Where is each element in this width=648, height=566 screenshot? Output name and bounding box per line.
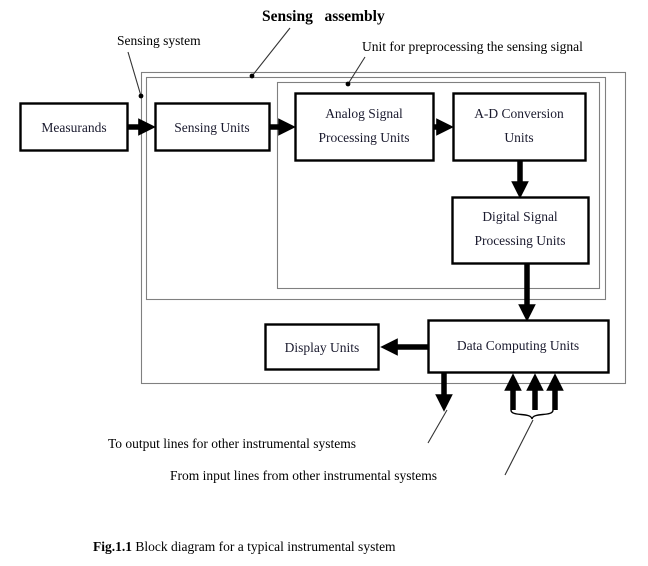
block-data-computing-units: Data Computing Units <box>427 319 610 374</box>
block-data-computing-units-label: Data Computing Units <box>457 338 579 353</box>
label-input-lines: From input lines from other instrumental… <box>170 468 437 483</box>
figure-title: Sensing assembly <box>262 8 385 25</box>
leader-input-lines <box>504 419 534 476</box>
leader-sensing-assembly <box>251 27 291 77</box>
block-analog-signal-processing-units: Analog Signal Processing Units <box>294 92 435 162</box>
label-sensing-system: Sensing system <box>117 33 201 48</box>
label-output-lines: To output lines for other instrumental s… <box>108 436 356 451</box>
sensing-system-container-inner <box>145 76 607 301</box>
preprocessing-unit-container <box>276 81 601 290</box>
block-display-units: Display Units <box>264 323 380 371</box>
block-measurands-label: Measurands <box>41 120 106 135</box>
block-sensing-units: Sensing Units <box>154 102 271 152</box>
block-ad-conversion-units: A-D Conversion Units <box>452 92 587 162</box>
figure-caption-number: Fig.1.1 <box>93 539 132 554</box>
sensing-system-container-outer <box>140 71 627 385</box>
leader-output-lines <box>427 409 448 444</box>
block-digital-label-line1: Digital Signal <box>482 209 558 224</box>
block-measurands: Measurands <box>19 102 129 152</box>
block-sensing-units-label: Sensing Units <box>174 120 249 135</box>
leader-dot-sensing-system <box>138 93 144 99</box>
label-preprocessing-unit: Unit for preprocessing the sensing signa… <box>362 39 583 54</box>
block-display-units-label: Display Units <box>285 340 360 355</box>
block-adc-label-line2: Units <box>504 130 533 145</box>
figure-caption-text: Block diagram for a typical instrumental… <box>132 539 396 554</box>
input-lines-brace <box>510 409 554 420</box>
figure-caption: Fig.1.1 Block diagram for a typical inst… <box>93 539 396 554</box>
leader-sensing-system <box>127 51 142 97</box>
block-digital-signal-processing-units: Digital Signal Processing Units <box>451 196 590 265</box>
block-analog-label-line1: Analog Signal <box>325 106 403 121</box>
leader-preprocessing-unit <box>347 56 366 85</box>
block-digital-label-line2: Processing Units <box>474 233 565 248</box>
leader-dot-sensing-assembly <box>249 73 255 79</box>
leader-dot-preprocessing-unit <box>345 81 351 87</box>
block-analog-label-line2: Processing Units <box>318 130 409 145</box>
block-adc-label-line1: A-D Conversion <box>474 106 564 121</box>
